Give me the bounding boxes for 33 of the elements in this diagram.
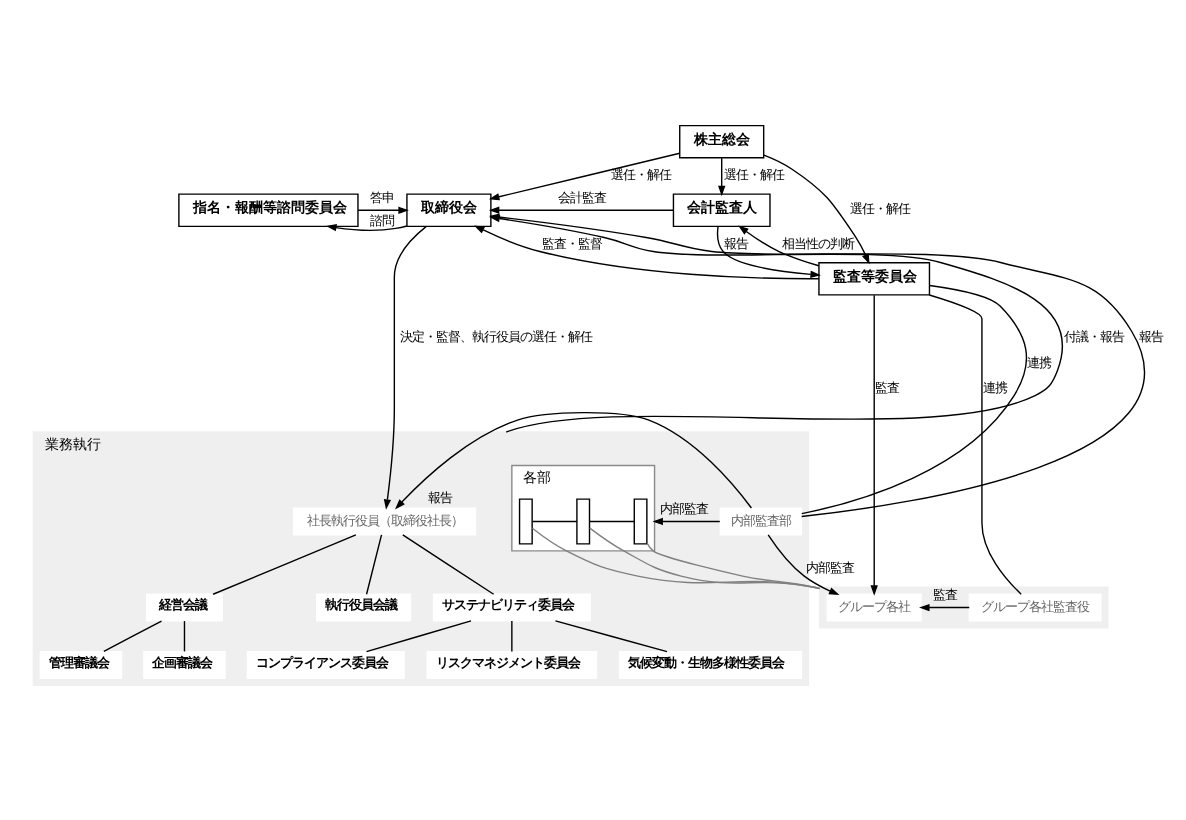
arrow [488,205,674,213]
connector [531,526,821,589]
arrow [738,224,820,266]
arrow [718,156,726,196]
connector [365,619,472,652]
arrow [767,533,840,595]
connector [212,533,357,594]
connector [365,533,383,594]
connector [646,541,821,589]
arrow [870,293,878,595]
connector [511,619,513,652]
node-box [633,497,648,544]
arrow [919,602,970,611]
connector [103,619,163,652]
node-box [518,497,533,544]
arrow [357,205,409,213]
arrow [763,153,870,264]
connector [183,619,186,652]
connector [531,519,578,522]
arrow [488,151,681,200]
node-box [576,497,591,544]
connector [402,533,495,594]
arrow [383,224,427,509]
connector [589,526,821,589]
arrow [716,224,821,278]
arrow [474,224,820,279]
connector [801,283,1028,514]
connector [554,619,668,652]
arrow [652,516,721,525]
arrow [326,223,408,231]
connector [589,519,635,522]
arrow [394,410,753,509]
connector [928,293,1022,594]
